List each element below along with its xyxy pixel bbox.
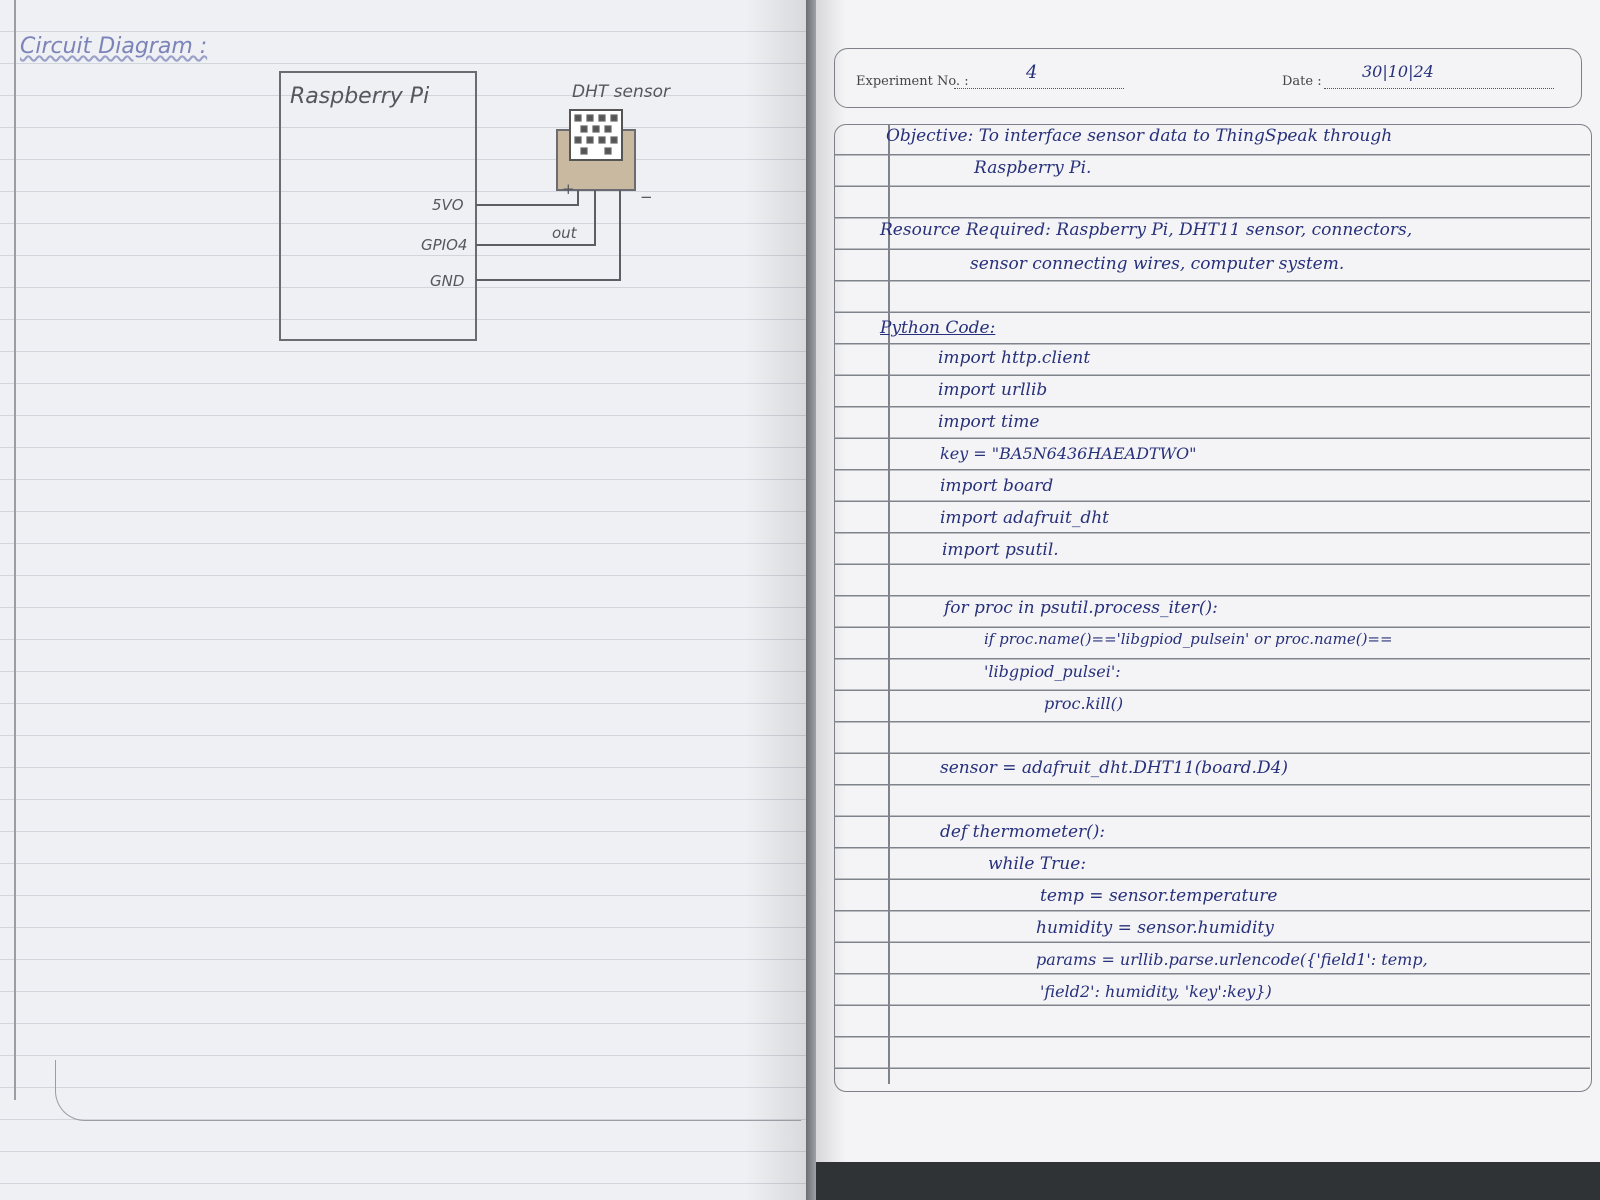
sensor-grid-pattern: [574, 114, 618, 155]
code-line-sensor: sensor = adafruit_dht.DHT11(board.D4): [940, 758, 1289, 778]
circuit-diagram: [279, 71, 636, 341]
experiment-header-box: [834, 48, 1582, 108]
pin-5vo-label: 5VO: [432, 196, 464, 214]
date-line: [1324, 88, 1554, 89]
experiment-number-line: [954, 88, 1124, 89]
code-line-key: key = "BA5N6436HAEADTWO": [940, 444, 1197, 463]
wire-gpio4: [476, 190, 596, 246]
python-code-heading: Python Code:: [880, 318, 996, 338]
out-label: out: [552, 224, 577, 242]
objective-line-1: Objective: To interface sensor data to T…: [886, 126, 1393, 146]
code-line-import-http: import http.client: [938, 348, 1091, 368]
code-line-import-urllib: import urllib: [938, 380, 1048, 400]
dht-sensor-label: DHT sensor: [572, 82, 670, 102]
page-bottom-border: [55, 1060, 801, 1121]
objective-line-2: Raspberry Pi.: [974, 158, 1092, 178]
code-line-import-dht: import adafruit_dht: [940, 508, 1109, 528]
experiment-number-label: Experiment No. :: [856, 74, 969, 89]
right-notebook-page: Experiment No. : 4 Date : 30|10|24 Objec…: [814, 0, 1600, 1162]
notebook-spine-shadow: [806, 0, 816, 1200]
wire-gnd: [476, 190, 621, 281]
resource-line-2: sensor connecting wires, computer system…: [970, 254, 1345, 274]
code-line-temp: temp = sensor.temperature: [1040, 886, 1278, 906]
pin-gpio4-label: GPIO4: [421, 236, 468, 254]
resource-line-1: Resource Required: Raspberry Pi, DHT11 s…: [880, 220, 1413, 240]
date-label: Date :: [1282, 74, 1322, 89]
circuit-diagram-heading: Circuit Diagram :: [20, 34, 208, 59]
code-line-if-proc-cont: 'libgpiod_pulsei':: [984, 662, 1121, 681]
code-line-while: while True:: [988, 854, 1087, 874]
code-line-import-time: import time: [938, 412, 1040, 432]
experiment-number-value: 4: [1026, 62, 1038, 83]
ruled-lines: [834, 124, 1590, 1084]
wire-5v: [476, 190, 579, 206]
code-line-params: params = urllib.parse.urlencode({'field1…: [1036, 950, 1428, 969]
left-margin-line: [14, 0, 16, 1100]
date-value: 30|10|24: [1362, 62, 1434, 81]
code-line-for-proc: for proc in psutil.process_iter():: [944, 598, 1218, 618]
code-line-if-proc: if proc.name()=='libgpiod_pulsein' or pr…: [984, 630, 1393, 648]
minus-sign: −: [640, 188, 653, 206]
code-line-humidity: humidity = sensor.humidity: [1036, 918, 1274, 938]
code-line-proc-kill: proc.kill(): [1044, 694, 1124, 713]
pin-gnd-label: GND: [430, 272, 465, 290]
code-line-import-psutil: import psutil.: [942, 540, 1059, 560]
raspberry-pi-label: Raspberry Pi: [290, 84, 430, 109]
code-line-params-cont: 'field2': humidity, 'key':key}): [1040, 982, 1272, 1001]
writing-margin-line: [888, 124, 890, 1084]
code-line-import-board: import board: [940, 476, 1054, 496]
code-line-def: def thermometer():: [940, 822, 1106, 842]
left-notebook-page: Circuit Diagram : Raspberry Pi DHT senso…: [0, 0, 810, 1200]
plus-sign: +: [562, 180, 575, 198]
